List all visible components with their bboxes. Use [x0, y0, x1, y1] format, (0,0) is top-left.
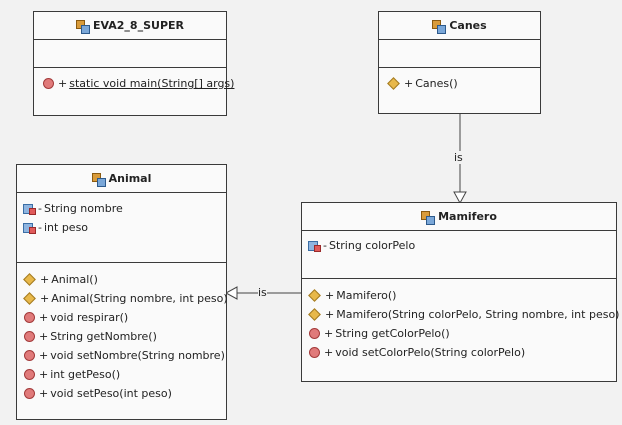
class-name: EVA2_8_SUPER	[92, 19, 184, 32]
class-icon	[75, 19, 90, 34]
field-row[interactable]: - String colorPelo	[308, 236, 610, 255]
method-icon	[24, 350, 35, 361]
fields-section	[34, 40, 226, 68]
field-icon	[308, 240, 321, 252]
method-icon	[43, 78, 54, 89]
arrowhead-canes-mamifero	[453, 191, 467, 205]
class-header: Mamifero	[302, 203, 616, 231]
visibility: +	[39, 311, 49, 324]
method-row[interactable]: + void respirar()	[23, 308, 220, 327]
edge-label-mamifero-animal: is	[258, 286, 267, 299]
methods-section: + static void main(String[] args)	[34, 68, 234, 96]
method-row[interactable]: + void setNombre(String nombre)	[23, 346, 225, 365]
method-signature: String getNombre()	[50, 330, 157, 343]
visibility: +	[325, 308, 335, 321]
visibility: -	[38, 221, 42, 234]
class-header: Animal	[17, 165, 226, 193]
class-mamifero[interactable]: Mamifero - String colorPelo + Mamifero()…	[301, 202, 619, 382]
class-name: Animal	[108, 172, 152, 185]
method-row[interactable]: + Mamifero(String colorPelo, String nomb…	[308, 305, 619, 324]
method-row[interactable]: + String getColorPelo()	[308, 324, 610, 343]
class-header: Canes	[379, 12, 540, 40]
method-row[interactable]: + String getNombre()	[23, 327, 220, 346]
method-icon	[309, 328, 320, 339]
method-signature: int getPeso()	[50, 368, 121, 381]
method-icon	[24, 369, 35, 380]
method-row[interactable]: + Animal()	[23, 270, 220, 289]
field-signature: String colorPelo	[328, 239, 416, 252]
method-row[interactable]: + Animal(String nombre, int peso)	[23, 289, 228, 308]
visibility: -	[323, 239, 327, 252]
field-row[interactable]: - String nombre	[23, 199, 220, 218]
method-signature: String getColorPelo()	[335, 327, 450, 340]
class-header: EVA2_8_SUPER	[34, 12, 226, 40]
visibility: +	[58, 77, 68, 90]
methods-section: + Mamifero() + Mamifero(String colorPelo…	[302, 279, 619, 365]
method-row[interactable]: + int getPeso()	[23, 365, 220, 384]
field-icon	[23, 222, 36, 234]
method-signature: static void main(String[] args)	[69, 77, 235, 90]
constructor-icon	[23, 292, 36, 305]
field-icon	[23, 203, 36, 215]
method-signature: Mamifero(String colorPelo, String nombre…	[336, 308, 620, 321]
class-icon	[432, 19, 447, 34]
method-signature: Animal()	[51, 273, 98, 286]
method-signature: Animal(String nombre, int peso)	[51, 292, 228, 305]
method-row[interactable]: + Mamifero()	[308, 286, 610, 305]
method-signature: void respirar()	[50, 311, 129, 324]
method-icon	[24, 331, 35, 342]
constructor-icon	[308, 289, 321, 302]
field-signature: String nombre	[43, 202, 123, 215]
visibility: +	[324, 346, 334, 359]
constructor-icon	[387, 77, 400, 90]
fields-section	[379, 40, 540, 68]
arrowhead-mamifero-animal	[224, 286, 238, 300]
method-icon	[24, 312, 35, 323]
visibility: +	[39, 349, 49, 362]
visibility: +	[404, 77, 414, 90]
visibility: +	[40, 292, 50, 305]
field-row[interactable]: - int peso	[23, 218, 220, 237]
class-eva2-8-super[interactable]: EVA2_8_SUPER + static void main(String[]…	[33, 11, 234, 116]
visibility: +	[324, 327, 334, 340]
method-row[interactable]: + void setPeso(int peso)	[23, 384, 220, 403]
visibility: +	[39, 387, 49, 400]
fields-section: - String nombre - int peso	[17, 193, 226, 263]
class-animal[interactable]: Animal - String nombre - int peso + Anim…	[16, 164, 228, 420]
field-signature: int peso	[43, 221, 89, 234]
method-signature: Mamifero()	[336, 289, 397, 302]
class-canes[interactable]: Canes + Canes()	[378, 11, 541, 114]
visibility: -	[38, 202, 42, 215]
constructor-icon	[308, 308, 321, 321]
method-signature: void setNombre(String nombre)	[50, 349, 225, 362]
class-name: Canes	[449, 19, 487, 32]
method-signature: Canes()	[415, 77, 458, 90]
edge-label-canes-mamifero: is	[454, 151, 463, 164]
visibility: +	[39, 330, 49, 343]
methods-section: + Canes()	[379, 68, 540, 96]
constructor-icon	[23, 273, 36, 286]
method-icon	[24, 388, 35, 399]
method-signature: void setColorPelo(String colorPelo)	[335, 346, 526, 359]
visibility: +	[325, 289, 335, 302]
class-name: Mamifero	[438, 210, 497, 223]
class-icon	[91, 172, 106, 187]
class-icon	[421, 210, 436, 225]
method-row[interactable]: + static void main(String[] args)	[40, 74, 234, 93]
methods-section: + Animal() + Animal(String nombre, int p…	[17, 263, 228, 406]
method-row[interactable]: + Canes()	[385, 74, 534, 93]
fields-section: - String colorPelo	[302, 231, 616, 279]
method-signature: void setPeso(int peso)	[50, 387, 172, 400]
method-row[interactable]: + void setColorPelo(String colorPelo)	[308, 343, 610, 362]
visibility: +	[40, 273, 50, 286]
method-icon	[309, 347, 320, 358]
visibility: +	[39, 368, 49, 381]
